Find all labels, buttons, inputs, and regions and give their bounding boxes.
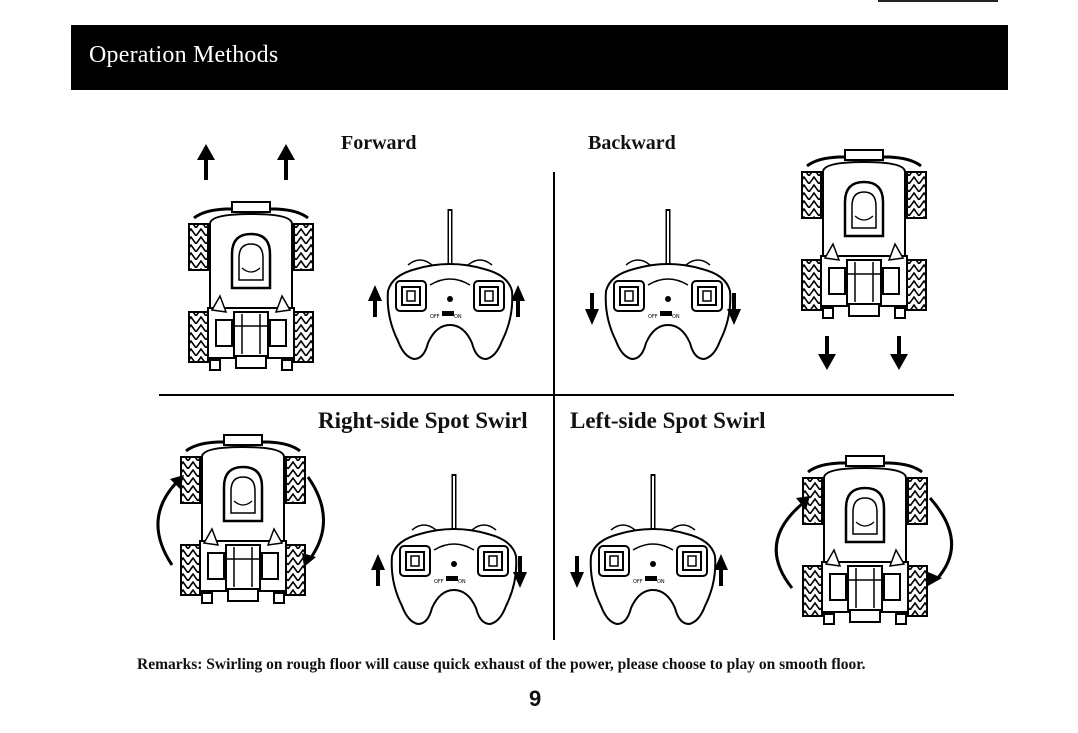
up-arrow-icon — [371, 554, 385, 586]
forward-remote-figure: OFF ON — [360, 205, 540, 370]
rotate-arrow-icon — [928, 498, 952, 586]
down-arrow-icon — [818, 336, 836, 370]
label-left-swirl: Left-side Spot Swirl — [570, 408, 766, 434]
left-swirl-car-figure — [760, 448, 970, 638]
section-title: Operation Methods — [89, 42, 278, 69]
atv-car-icon — [189, 202, 313, 370]
remarks-text: Remarks: Swirling on rough floor will ca… — [137, 656, 866, 674]
atv-car-icon — [803, 456, 927, 624]
label-right-swirl: Right-side Spot Swirl — [318, 408, 528, 434]
backward-remote-figure: OFF ON — [580, 205, 760, 370]
label-forward: Forward — [341, 132, 417, 155]
backward-car-figure — [795, 140, 935, 380]
up-arrow-icon — [511, 285, 525, 317]
atv-car-icon — [181, 435, 305, 603]
transmitter-icon — [591, 474, 716, 624]
switch-on-text: ON — [454, 314, 462, 320]
label-backward: Backward — [588, 132, 676, 155]
switch-off-text: OFF — [648, 314, 658, 320]
header-bar: Operation Methods — [71, 25, 1008, 90]
forward-car-figure — [180, 140, 320, 380]
down-arrow-icon — [890, 336, 908, 370]
up-arrow-icon — [368, 285, 382, 317]
top-rule — [878, 0, 998, 2]
switch-on-text: ON — [657, 579, 665, 585]
page-number: 9 — [529, 686, 541, 712]
up-arrow-icon — [197, 144, 215, 180]
up-arrow-icon — [277, 144, 295, 180]
down-arrow-icon — [585, 293, 599, 325]
switch-on-text: ON — [458, 579, 466, 585]
switch-off-text: OFF — [430, 314, 440, 320]
vertical-divider-bottom — [553, 396, 555, 640]
left-swirl-remote-figure: OFF ON — [565, 470, 745, 635]
down-arrow-icon — [570, 556, 584, 588]
switch-off-text: OFF — [633, 579, 643, 585]
transmitter-icon — [388, 209, 513, 359]
right-swirl-remote-figure: OFF ON — [362, 470, 542, 635]
vertical-divider-top — [553, 172, 555, 394]
transmitter-icon — [606, 209, 731, 359]
switch-off-text: OFF — [434, 579, 444, 585]
horizontal-divider — [159, 394, 954, 396]
switch-on-text: ON — [672, 314, 680, 320]
transmitter-icon — [392, 474, 517, 624]
right-swirl-car-figure — [140, 425, 340, 615]
atv-car-icon — [802, 150, 926, 318]
